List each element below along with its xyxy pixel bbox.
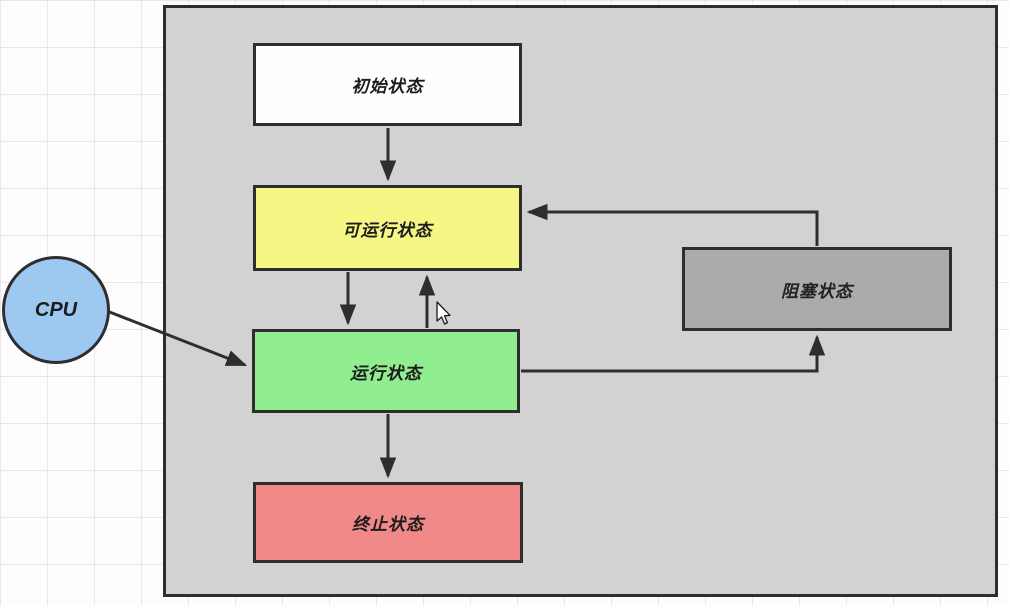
node-blocked-state-label: 阻塞状态 [781,281,853,301]
node-initial-state-label: 初始状态 [351,77,424,96]
node-blocked-state: 阻塞状态 [682,247,952,331]
node-running-state: 运行状态 [252,329,520,413]
node-terminated-state: 终止状态 [253,482,523,563]
node-runnable-state-label: 可运行状态 [342,220,433,240]
node-initial-state: 初始状态 [253,43,522,126]
node-runnable-state: 可运行状态 [253,185,522,271]
node-cpu: CPU [2,256,110,364]
node-running-state-label: 运行状态 [350,363,422,383]
node-terminated-state-label: 终止状态 [352,515,424,534]
node-cpu-label: CPU [34,298,78,321]
